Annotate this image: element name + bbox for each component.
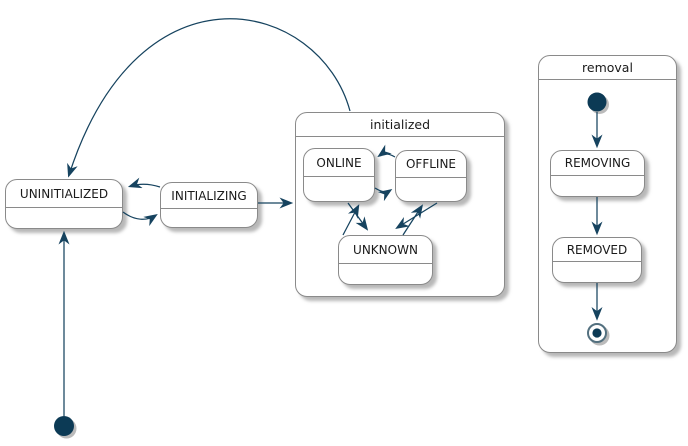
transition-initializing-to-uninitialized [127,177,161,189]
state-removing-label: REMOVING [551,151,644,176]
state-removed: REMOVED [552,237,642,283]
state-unknown-label: UNKNOWN [339,236,432,264]
state-removing: REMOVING [550,150,645,197]
state-initializing-label: INITIALIZING [161,183,257,209]
transition-uninitialized-to-initializing [122,211,158,227]
state-online: ONLINE [303,148,375,202]
state-uninitialized: UNINITIALIZED [5,179,123,229]
state-offline-label: OFFLINE [396,151,466,178]
state-initializing: INITIALIZING [160,182,258,228]
initial-state-node [54,416,74,436]
composite-state-removal-title: removal [539,56,676,80]
state-unknown: UNKNOWN [338,235,433,285]
state-online-label: ONLINE [304,149,374,177]
state-uninitialized-label: UNINITIALIZED [6,180,122,208]
state-offline: OFFLINE [395,150,467,202]
state-removed-label: REMOVED [553,238,641,262]
initial-state-shadow [56,418,77,439]
composite-state-initialized-title: initialized [296,113,504,137]
composite-state-removal: removal [538,55,677,353]
